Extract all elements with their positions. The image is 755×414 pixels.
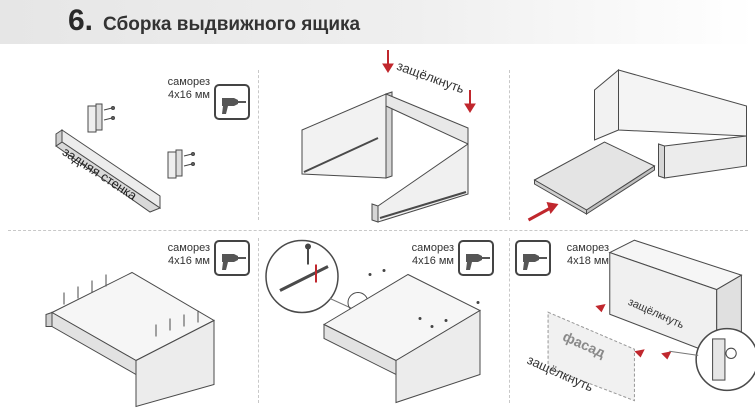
screwdriver-icon <box>458 240 494 276</box>
page-title: Сборка выдвижного ящика <box>103 14 361 35</box>
insert-bottom-drawing <box>527 68 747 222</box>
runner-screws-drawing <box>265 239 482 404</box>
facade-drawing <box>547 239 755 402</box>
divider-v2 <box>509 70 510 220</box>
snap-sides-drawing <box>301 50 476 223</box>
assembly-screws-drawing <box>45 271 216 408</box>
page-header: 6. Сборка выдвижного ящика <box>0 0 755 44</box>
divider-v1 <box>258 70 259 220</box>
step-number: 6. <box>68 4 94 37</box>
panel-snap-sides: защёлкнуть <box>260 46 511 228</box>
divider-h <box>8 230 748 231</box>
divider-v4 <box>509 238 510 403</box>
screwdriver-icon <box>214 240 250 276</box>
panel-insert-bottom <box>511 46 755 228</box>
screwdriver-icon <box>515 240 551 276</box>
back-wall-drawing <box>55 103 195 213</box>
screwdriver-icon <box>214 84 250 120</box>
divider-v3 <box>258 238 259 403</box>
